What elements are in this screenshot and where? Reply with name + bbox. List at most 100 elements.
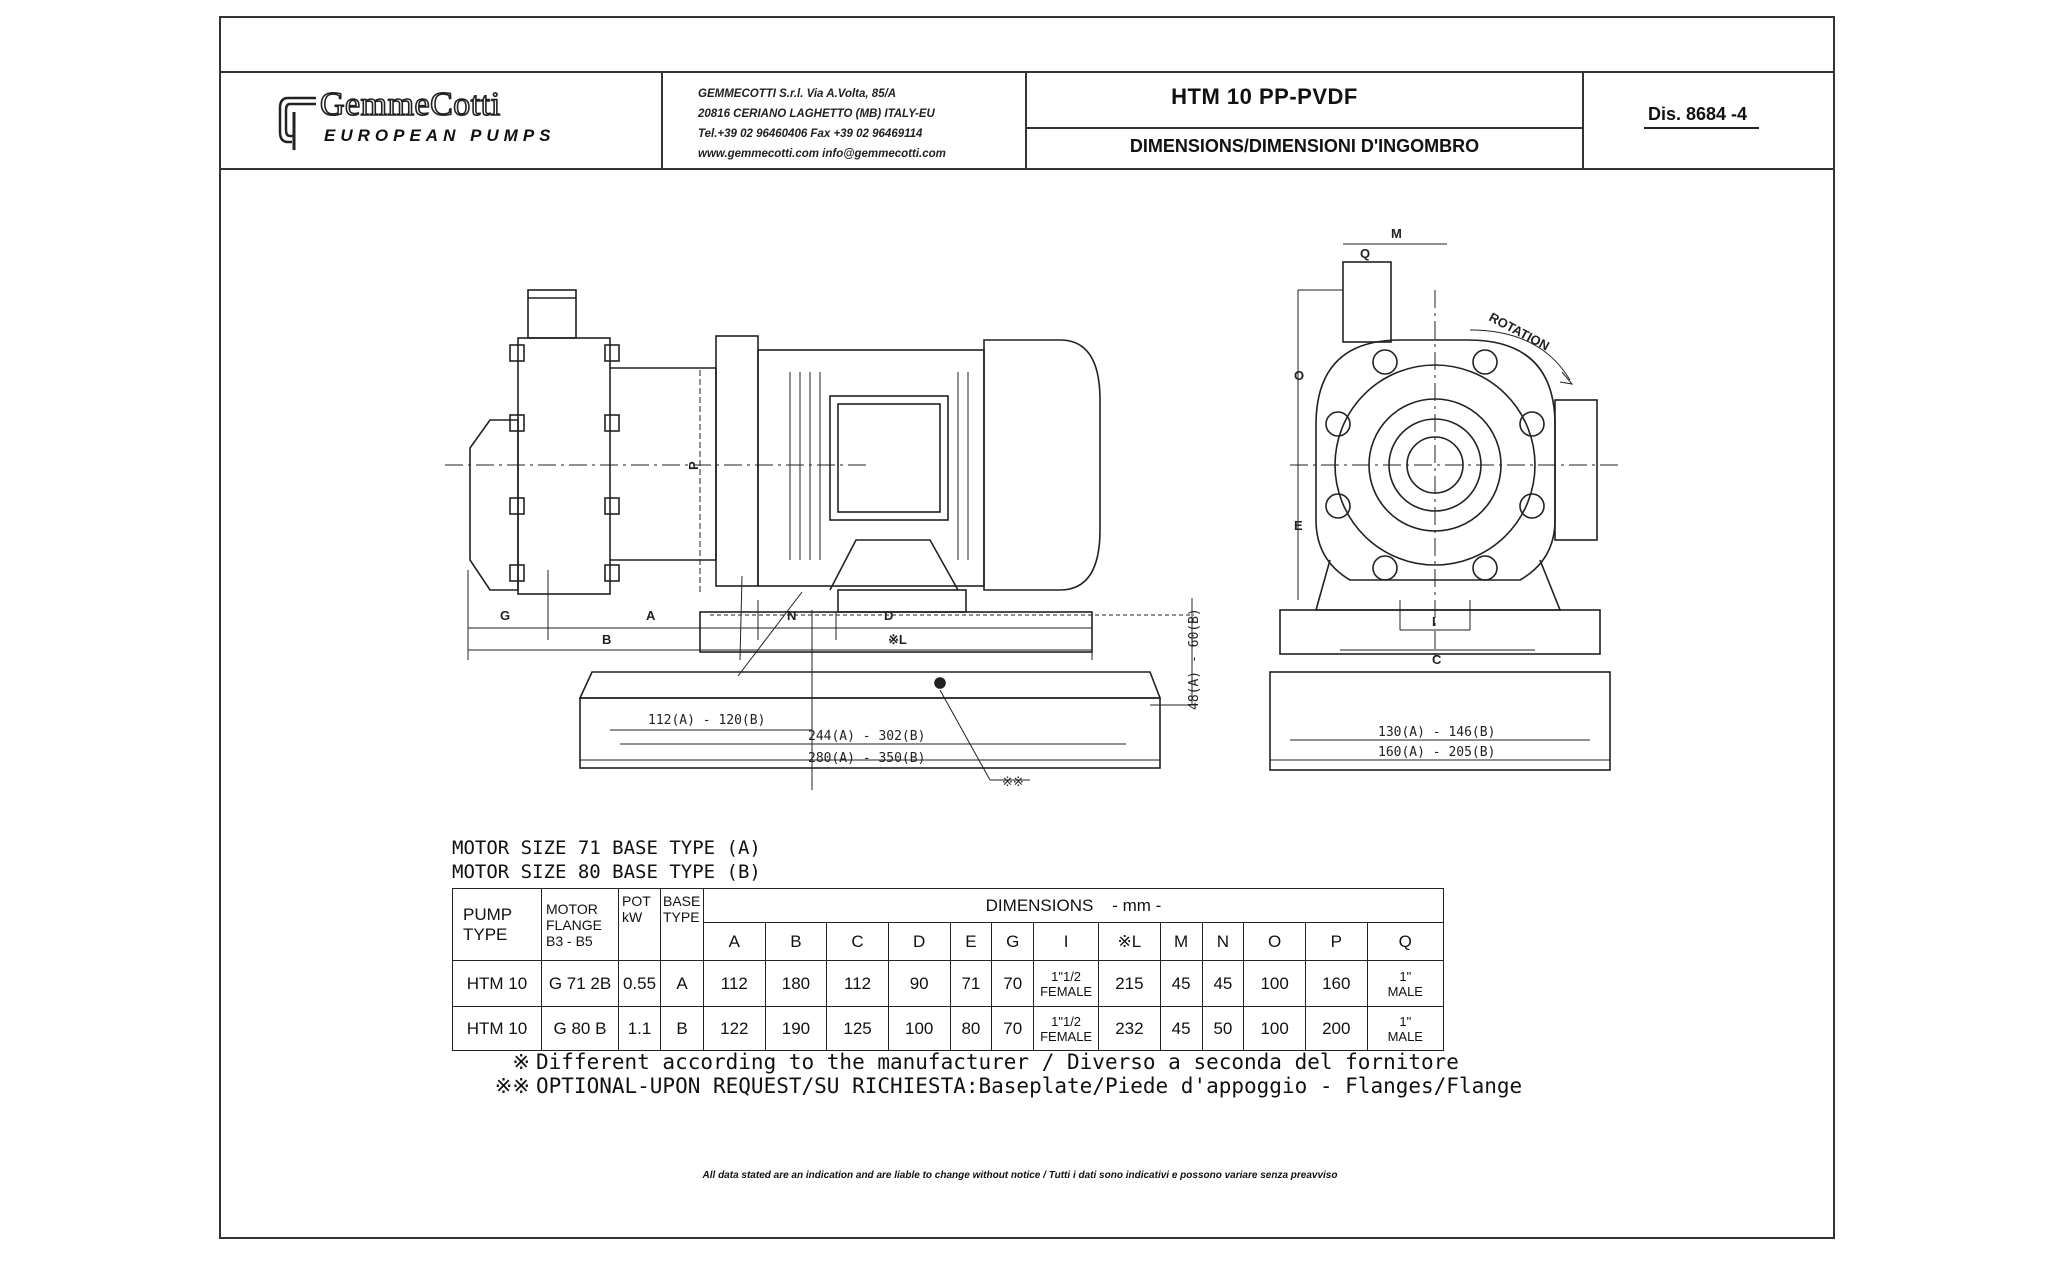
- terminal-box: [829, 395, 949, 521]
- header-text: PUMP: [463, 904, 513, 924]
- cell-O: 100: [1243, 1006, 1306, 1051]
- leader-line: [939, 689, 991, 781]
- table-row: HTM 10 G 80 B 1.1 B 122 190 125 100 80 7…: [452, 1006, 1445, 1051]
- cell-text: FEMALE: [1040, 983, 1093, 999]
- header-text: B3 - B5: [546, 932, 593, 949]
- header-pump-type: PUMP TYPE: [452, 888, 542, 961]
- title-block-divider: [1582, 71, 1584, 170]
- front-dimensions: [1270, 243, 1610, 761]
- label-M: M: [1391, 226, 1402, 241]
- suction-port: [1388, 418, 1482, 512]
- col-header: I: [1033, 922, 1100, 961]
- cell-pump: HTM 10: [452, 1006, 542, 1051]
- logo-tagline: EUROPEAN PUMPS: [324, 126, 556, 145]
- discharge-nozzle-front: [1342, 261, 1392, 343]
- title-block-divider: [661, 71, 663, 170]
- label-L: ※L: [888, 632, 907, 647]
- cell-E: 80: [949, 1006, 993, 1051]
- side-view: [445, 289, 1162, 769]
- label-O: O: [1294, 368, 1304, 383]
- col-header: A: [703, 922, 766, 961]
- cell-C: 112: [826, 960, 889, 1007]
- label-N: N: [787, 608, 796, 623]
- header-text: TYPE: [463, 924, 508, 944]
- table-row: HTM 10 G 71 2B 0.55 A 112 180 112 90 71 …: [452, 960, 1445, 1007]
- company-line: Tel.+39 02 96460406 Fax +39 02 96469114: [698, 128, 923, 140]
- cell-flange: G 80 B: [541, 1006, 619, 1051]
- discharge-nozzle: [527, 289, 577, 339]
- label-D: D: [884, 608, 893, 623]
- col-header: D: [887, 922, 951, 961]
- header-motor-flange: MOTOR FLANGE B3 - B5: [541, 888, 619, 961]
- cell-base: A: [660, 960, 704, 1007]
- cell-text: MALE: [1387, 983, 1423, 999]
- label-P: P: [686, 461, 701, 470]
- terminal-box-side: [1554, 399, 1598, 541]
- cell-pot: 0.55: [618, 960, 661, 1007]
- cell-D: 90: [887, 960, 951, 1007]
- drawing-subtitle: DIMENSIONS/DIMENSIONI D'INGOMBRO: [1129, 136, 1480, 156]
- motor-size-line: MOTOR SIZE 71 BASE TYPE (A): [452, 837, 761, 859]
- side-labels: G A N D B ※L P 112(A) - 120(B) 244(A) - …: [500, 461, 1202, 790]
- label-B: B: [602, 632, 611, 647]
- footnote-mark: ※: [512, 1050, 530, 1074]
- baseplate: [578, 671, 1162, 699]
- dim-base-long: 280(A) - 350(B): [808, 751, 925, 766]
- pump-casing: [517, 337, 611, 595]
- cell-P: 200: [1304, 1006, 1368, 1051]
- dim-height: 48(A) - 60(B): [1187, 608, 1202, 710]
- company-line: GEMMECOTTI S.r.l. Via A.Volta, 85/A: [698, 88, 897, 100]
- cell-pot: 1.1: [618, 1006, 661, 1051]
- terminal-box-cover: [837, 403, 941, 513]
- title-block-mid-rule: [1027, 127, 1582, 129]
- drawing-frame: [219, 16, 1835, 1239]
- cell-D: 100: [887, 1006, 951, 1051]
- cell-text: 1": [1399, 968, 1412, 984]
- company-address: GEMMECOTTI S.r.l. Via A.Volta, 85/A 2081…: [698, 84, 1018, 164]
- cell-N: 45: [1201, 960, 1245, 1007]
- cell-text: MALE: [1387, 1028, 1423, 1044]
- col-header: M: [1159, 922, 1203, 961]
- motor-foot: [829, 539, 959, 591]
- table-header-row: PUMP TYPE MOTOR FLANGE B3 - B5 POT kW BA…: [452, 888, 1444, 961]
- dim-ext: [739, 575, 743, 661]
- header-text: POT: [622, 893, 651, 909]
- cell-O: 100: [1243, 960, 1306, 1007]
- header-text: MOTOR: [546, 900, 598, 917]
- dimensions-table: PUMP TYPE MOTOR FLANGE B3 - B5 POT kW BA…: [452, 888, 1445, 1051]
- dim-front-long-text: 160(A) - 205(B): [1378, 745, 1495, 760]
- header-text: FLANGE: [546, 916, 603, 933]
- cell-M: 45: [1159, 960, 1203, 1007]
- company-line: 20816 CERIANO LAGHETTO (MB) ITALY-EU: [698, 108, 935, 120]
- header-text: kW: [622, 909, 643, 925]
- dim-base-short: 112(A) - 120(B): [648, 713, 765, 728]
- motor-flange: [715, 335, 759, 587]
- cell-base: B: [660, 1006, 704, 1051]
- footnote-text: OPTIONAL-UPON REQUEST/SU RICHIESTA:Basep…: [536, 1074, 1523, 1098]
- cell-A: 112: [703, 960, 766, 1007]
- motor-size-line: MOTOR SIZE 80 BASE TYPE (B): [452, 861, 761, 883]
- baseplate-box: [579, 697, 1161, 769]
- col-header: ※L: [1098, 922, 1161, 961]
- label-A: A: [646, 608, 656, 623]
- model-title-text: HTM 10 PP-PVDF: [1171, 84, 1358, 109]
- logo-name: GemmeCotti: [319, 85, 501, 124]
- label-G: G: [500, 608, 510, 623]
- col-header: C: [826, 922, 889, 961]
- label-C: C: [1432, 652, 1442, 667]
- title-block-divider: [1025, 71, 1027, 170]
- cell-B: 180: [764, 960, 828, 1007]
- header-text: TYPE: [663, 909, 700, 925]
- cell-E: 71: [949, 960, 993, 1007]
- cell-M: 45: [1159, 1006, 1203, 1051]
- front-bolts: [1325, 349, 1545, 581]
- header-text: BASE: [663, 893, 701, 909]
- company-line: www.gemmecotti.com info@gemmecotti.com: [698, 148, 946, 160]
- model-title: HTM 10 PP-PVDF: [1027, 84, 1582, 110]
- header-base-type: BASE TYPE: [660, 888, 704, 961]
- col-header: G: [991, 922, 1035, 961]
- suction-flange: [1368, 398, 1502, 532]
- col-header: P: [1304, 922, 1368, 961]
- cell-B: 190: [764, 1006, 828, 1051]
